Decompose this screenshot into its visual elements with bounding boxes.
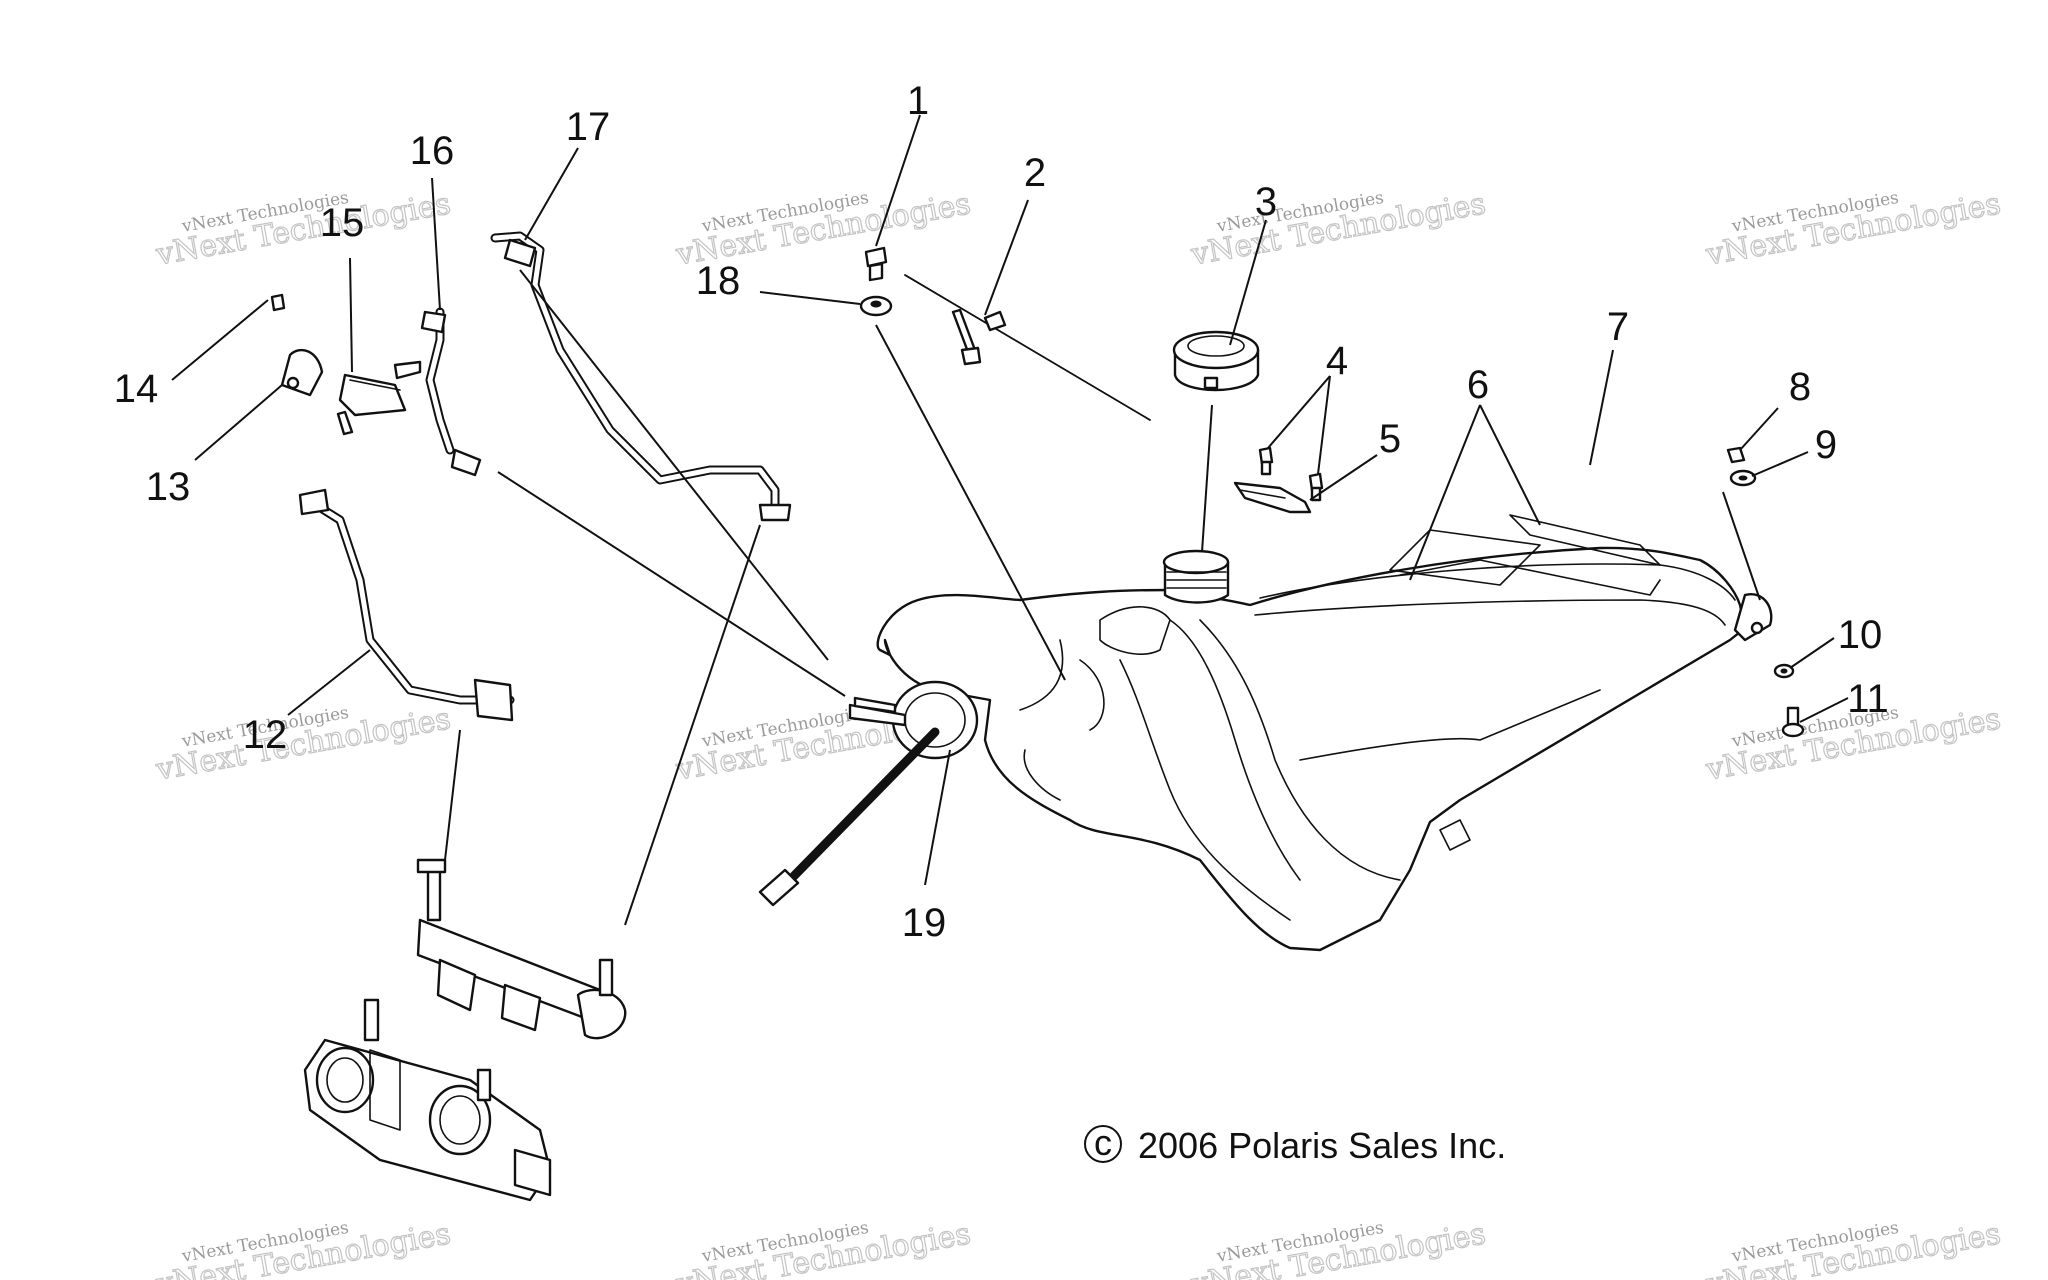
callout-1: 1 — [907, 79, 929, 123]
callout-14: 14 — [114, 367, 159, 411]
washer — [1773, 663, 1795, 679]
callout-17: 17 — [566, 105, 611, 149]
callout-2: 2 — [1024, 151, 1046, 195]
fuel-rail — [416, 858, 627, 1040]
callout-5: 5 — [1379, 417, 1401, 461]
copyright-circle — [1084, 1125, 1122, 1163]
filter-clamp — [280, 348, 324, 397]
fuel-line — [420, 307, 482, 477]
callout-4: 4 — [1326, 339, 1348, 383]
fuel-tank — [848, 514, 1773, 952]
callout-9: 9 — [1815, 423, 1837, 467]
callout-11: 11 — [1847, 677, 1889, 721]
watermark: vNext Technologies vNext Technologies — [1187, 1216, 1489, 1280]
callout-15: 15 — [320, 201, 365, 245]
fuel-cap — [1172, 330, 1260, 392]
callout-13: 13 — [146, 465, 191, 509]
callout-8: 8 — [1789, 365, 1811, 409]
throttle-body — [303, 998, 552, 1202]
watermark: vNext Technologies vNext Technologies — [1702, 1216, 2004, 1280]
callout-3: 3 — [1255, 180, 1277, 224]
copyright-text: 2006 Polaris Sales Inc. — [1138, 1125, 1506, 1166]
nut — [1726, 446, 1746, 464]
callout-labels: 1 2 3 4 5 6 7 8 9 10 11 12 13 14 15 16 1… — [114, 79, 1889, 945]
watermark: vNext Technologies vNext Technologies — [152, 186, 454, 274]
watermark: vNext Technologies vNext Technologies — [152, 701, 454, 789]
callout-19: 19 — [902, 901, 947, 945]
mounting-bracket — [1233, 481, 1312, 514]
bracket-bolt — [1258, 446, 1274, 476]
leader-lines — [171, 114, 1849, 926]
vent-line — [904, 274, 1151, 421]
callout-7: 7 — [1607, 305, 1629, 349]
watermark: vNext Technologies vNext Technologies — [1187, 186, 1489, 274]
hose-clip — [864, 246, 888, 282]
fuel-line — [490, 231, 792, 522]
watermark: vNext Technologies vNext Technologies — [152, 1216, 454, 1280]
copyright-notice: c 2006 Polaris Sales Inc. — [1084, 1122, 1506, 1166]
watermark: vNext Technologies vNext Technologies — [672, 1216, 974, 1280]
copyright-symbol: c — [1094, 1122, 1112, 1163]
bolt — [1781, 706, 1805, 738]
washer — [1729, 469, 1757, 487]
callout-16: 16 — [410, 129, 455, 173]
fuel-filter — [336, 360, 422, 436]
watermark: vNext Technologies vNext Technologies — [672, 186, 974, 274]
clamp-screw — [270, 293, 286, 312]
callout-6: 6 — [1467, 363, 1489, 407]
callout-18: 18 — [696, 259, 741, 303]
fuel-level-sensor-harness — [758, 727, 940, 907]
grommet — [859, 295, 893, 317]
callout-10: 10 — [1838, 613, 1883, 657]
watermark: vNext Technologies vNext Technologies — [1702, 186, 2004, 274]
callout-12: 12 — [243, 713, 288, 757]
fuel-line — [298, 488, 515, 722]
